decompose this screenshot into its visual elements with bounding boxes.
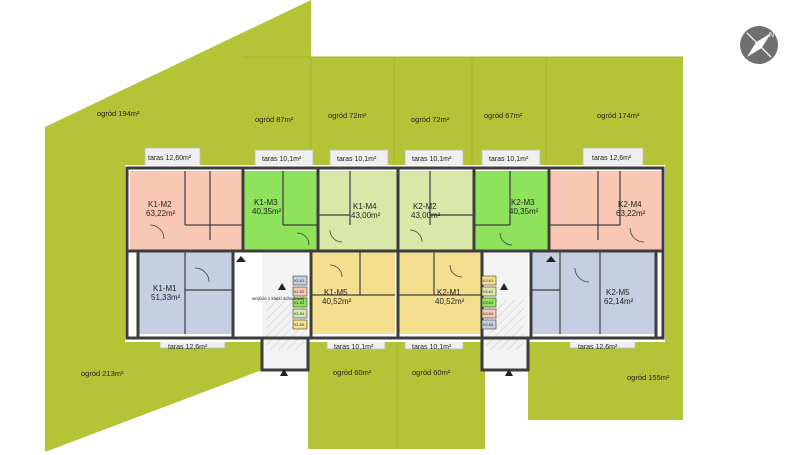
unit-name: K2-M2 (413, 202, 437, 211)
terrace-label: taras 12,60m² (148, 155, 192, 162)
storage-label: K2-K3 (483, 301, 493, 305)
storage-box (481, 319, 497, 330)
unit-k1-m2-area (130, 171, 243, 251)
garden-label: ogród 72m² (411, 115, 450, 124)
entrance-label: wejście z klatki schodowej (252, 296, 304, 301)
storage-label: K1-K2 (294, 290, 304, 294)
unit-k1-m5-area (311, 251, 395, 334)
storage-box (481, 297, 497, 308)
unit-name: K2-M4 (618, 200, 642, 209)
terrace-label: taras 10,1m² (262, 156, 302, 163)
storage-box (481, 286, 497, 297)
storage-label: K2-K2 (483, 290, 493, 294)
garden-label: ogród 213m² (81, 369, 124, 378)
garden-label: ogród 155m² (627, 373, 670, 382)
storage-label: K1-K5 (294, 323, 304, 327)
unit-area: 40,52m² (322, 297, 352, 306)
garden-label: ogród 87m² (255, 115, 294, 124)
unit-name: K1-M3 (254, 198, 278, 207)
unit-k2-m3-area (474, 171, 549, 251)
storage-box (292, 319, 308, 330)
garden-label: ogród 67m² (484, 111, 523, 120)
unit-k2-m1-area (398, 251, 482, 334)
garden-label: ogród 174m² (597, 111, 640, 120)
storage-box (292, 275, 308, 286)
unit-area: 40,35m² (252, 207, 282, 216)
unit-area: 43,00m² (351, 211, 381, 220)
storage-label: K2-K5 (483, 323, 493, 327)
unit-k1-m3-area (243, 171, 318, 251)
unit-area: 43,00m² (411, 211, 441, 220)
storage-label: K1-K3 (294, 301, 304, 305)
storage-box (481, 275, 497, 286)
compass: N (740, 26, 778, 64)
unit-area: 63,22m² (616, 209, 646, 218)
unit-name: K2-M5 (606, 288, 630, 297)
unit-area: 40,52m² (435, 297, 465, 306)
unit-name: K1-M5 (324, 288, 348, 297)
terrace-label: taras 10,1m² (334, 344, 374, 351)
terrace-label: taras 10,1m² (489, 156, 529, 163)
terrace-label: taras 12,6m² (592, 155, 632, 162)
unit-name: K1-M4 (353, 202, 377, 211)
storage-box (292, 297, 308, 308)
garden-label: ogród 60m² (412, 368, 451, 377)
storage-box (481, 308, 497, 319)
unit-name: K2-M1 (437, 288, 461, 297)
garden-areas (45, 0, 683, 452)
terrace-label: taras 12,6m² (578, 344, 618, 351)
storage-box (292, 286, 308, 297)
garden-south-east (528, 250, 683, 420)
garden-label: ogród 60m² (333, 368, 372, 377)
unit-area: 51,33m² (151, 293, 181, 302)
unit-k2-m5-area (531, 251, 656, 334)
unit-k2-m2-area (398, 171, 474, 251)
unit-k2-m4-area (549, 171, 661, 251)
garden-dividers (243, 56, 683, 449)
building (125, 165, 665, 376)
storage-label: K1-K4 (294, 312, 304, 316)
garden-south-west (45, 250, 262, 452)
terrace-label: taras 12,6m² (168, 344, 208, 351)
unit-name: K1-M2 (148, 200, 172, 209)
unit-labels: K1-M2 63,22m² K1-M3 40,35m² K1-M4 43,00m… (146, 198, 646, 306)
garden-north-west (45, 0, 311, 250)
terrace-labels: taras 12,60m² taras 10,1m² taras 10,1m² … (148, 155, 632, 351)
unit-k1-m4-area (318, 171, 398, 251)
terrace-label: taras 10,1m² (412, 344, 452, 351)
unit-area: 40,35m² (509, 207, 539, 216)
storage-box (292, 308, 308, 319)
storage-label: K2-K4 (483, 312, 493, 316)
garden-label: ogród 72m² (328, 111, 367, 120)
unit-name: K1-M1 (153, 284, 177, 293)
unit-area: 62,14m² (604, 297, 634, 306)
storage-label: K2-K1 (483, 279, 493, 283)
terrace-label: taras 10,1m² (337, 156, 377, 163)
unit-name: K2-M3 (511, 198, 535, 207)
terrace-label: taras 10,1m² (412, 156, 452, 163)
storage-label: K1-K1 (294, 279, 304, 283)
garden-labels: ogród 194m² ogród 87m² ogród 72m² ogród … (81, 109, 670, 382)
garden-label: ogród 194m² (97, 109, 140, 118)
compass-north-letter: N (769, 32, 774, 39)
unit-area: 63,22m² (146, 209, 176, 218)
